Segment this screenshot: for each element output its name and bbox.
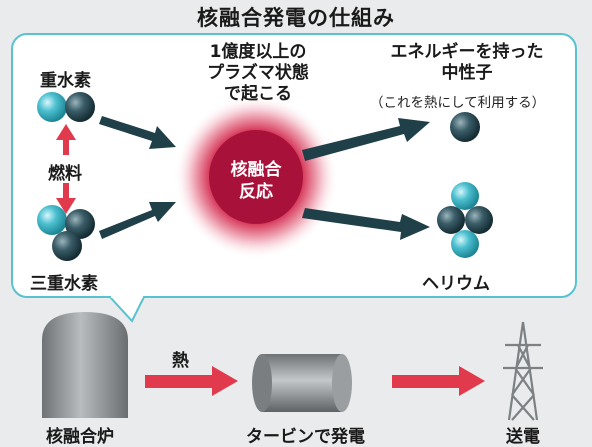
reactor-label: 核融合炉 <box>46 427 114 447</box>
transmission-label: 送電 <box>506 427 540 447</box>
callout-tail <box>107 293 146 323</box>
page-title: 核融合発電の仕組み <box>197 6 395 30</box>
deuterium-particles <box>37 92 95 122</box>
neutron-label: エネルギーを持った 中性子 <box>360 42 574 84</box>
transmission-tower-icon <box>503 321 543 421</box>
input-arrow-lower <box>99 202 176 239</box>
neutron-note: （これを熱にして利用する） <box>370 95 546 111</box>
neutron-particle <box>450 112 480 142</box>
output-arrow-neutron <box>302 118 430 161</box>
output-arrow-helium <box>302 208 430 240</box>
fusion-reaction-label: 核融合 反応 <box>206 159 306 203</box>
turbine-label: タービンで発電 <box>246 427 365 447</box>
heat-label: 熱 <box>172 351 189 371</box>
plasma-condition-label: 1億度以上の プラズマ状態 で起こる <box>160 42 356 105</box>
tritium-particles <box>37 205 95 261</box>
turbine <box>252 354 352 412</box>
reaction-line-2: 反応 <box>239 182 273 202</box>
plasma-line-2: プラズマ状態 <box>207 63 309 83</box>
fuel-label: 燃料 <box>48 164 82 184</box>
transmission-arrow <box>392 366 485 396</box>
neutron-line-1: エネルギーを持った <box>390 42 544 62</box>
input-arrow-upper <box>99 116 176 149</box>
helium-particles <box>437 182 493 258</box>
fuel-double-arrow <box>56 124 76 214</box>
fusion-reaction-burst <box>174 95 338 259</box>
helium-label: ヘリウム <box>422 274 490 294</box>
neutron-line-2: 中性子 <box>441 63 493 83</box>
reaction-line-1: 核融合 <box>230 160 282 180</box>
plasma-line-3: で起こる <box>224 84 292 104</box>
tritium-label: 三重水素 <box>30 274 98 294</box>
reactor-building <box>42 312 128 418</box>
plasma-line-1: 1億度以上の <box>209 42 307 62</box>
heat-arrow <box>145 366 238 396</box>
deuterium-label: 重水素 <box>40 71 91 91</box>
